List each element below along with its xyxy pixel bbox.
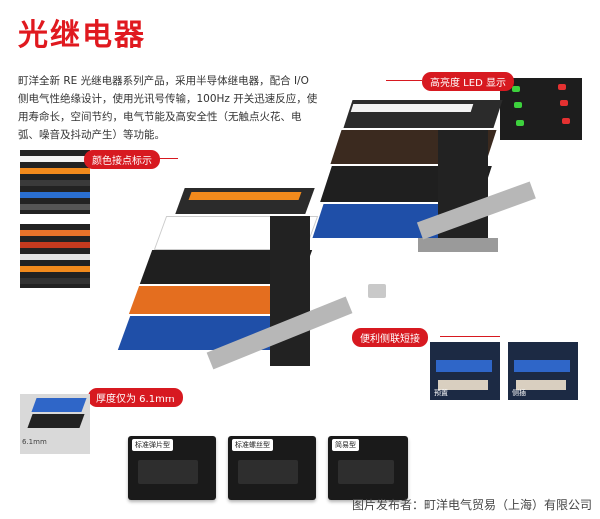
jumper-leader-line xyxy=(440,336,500,337)
led-red-icon xyxy=(558,84,566,90)
intro-text: 町洋全新 RE 光继电器系列产品，采用半导体继电器，配合 I/O 侧电气性绝缘设… xyxy=(18,75,318,141)
color-contact-thumb-top xyxy=(20,150,90,214)
led-green-icon xyxy=(516,120,524,126)
relay-block-right xyxy=(312,100,508,260)
led-red-icon xyxy=(562,118,570,124)
page-title: 光继电器 xyxy=(18,18,146,53)
product-card-simple: 简易型 xyxy=(328,436,408,500)
color-contact-thumb-bottom xyxy=(20,224,90,288)
product-label-simple: 简易型 xyxy=(332,439,359,451)
product-card-screw: 标准螺丝型 xyxy=(228,436,316,500)
jumper-thumb-left: 预置 xyxy=(430,342,500,400)
jumper-thumb-left-label: 预置 xyxy=(434,389,448,397)
product-label-screw: 标准螺丝型 xyxy=(232,439,273,451)
thickness-thumb: 6.1mm xyxy=(20,394,90,454)
led-red-icon xyxy=(560,100,568,106)
thickness-leader-line xyxy=(166,396,182,397)
jumper-bar-icon xyxy=(368,284,386,298)
product-card-spring: 标准弹片型 xyxy=(128,436,216,500)
led-green-icon xyxy=(512,86,520,92)
callout-thickness: 厚度仅为 6.1mm xyxy=(88,388,183,407)
led-leader-line xyxy=(386,80,422,81)
callout-jumper: 便利侧联短接 xyxy=(352,328,428,347)
jumper-thumb-right: 侧插 xyxy=(508,342,578,400)
color-leader-line xyxy=(158,158,178,159)
led-thumbnail xyxy=(500,78,582,140)
footer-credit: 图片发布者：町洋电气贸易（上海）有限公司 xyxy=(351,498,592,512)
callout-color: 颜色接点标示 xyxy=(84,150,160,169)
product-label-spring: 标准弹片型 xyxy=(132,439,173,451)
callout-led: 高亮度 LED 显示 xyxy=(422,72,514,91)
dimension-label: 6.1mm xyxy=(22,438,47,446)
led-green-icon xyxy=(514,102,522,108)
jumper-thumb-right-label: 侧插 xyxy=(512,389,526,397)
